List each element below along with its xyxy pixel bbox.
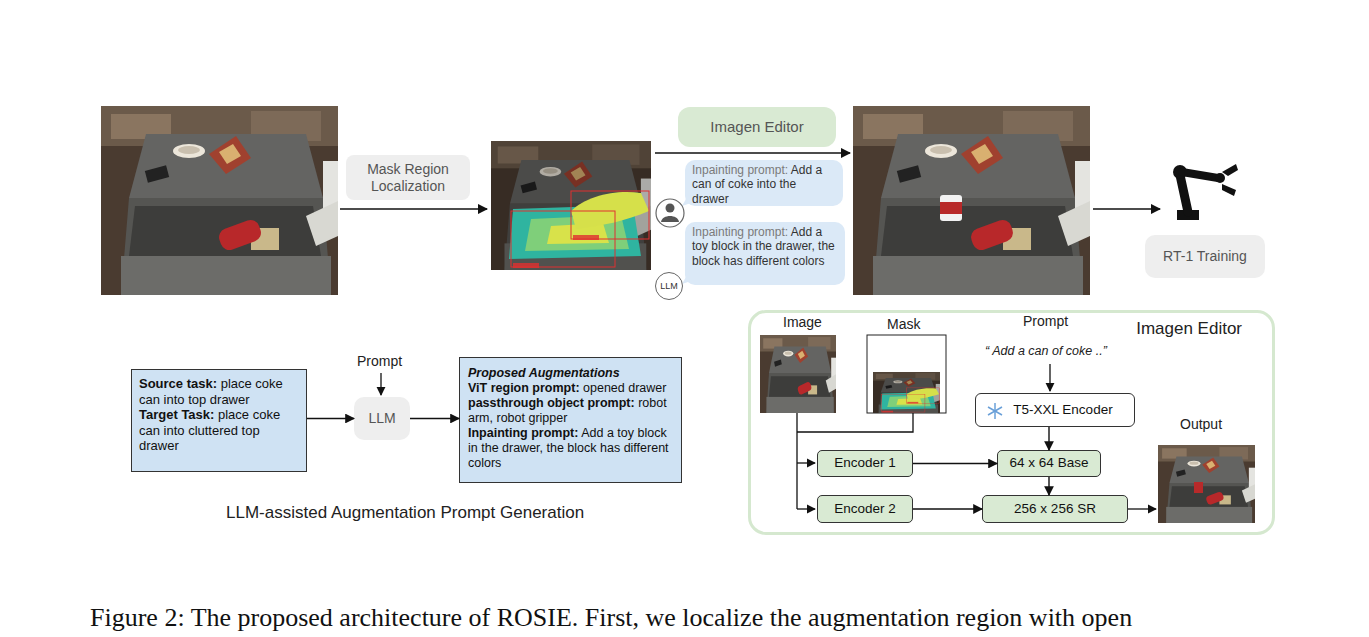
input-photo bbox=[101, 106, 338, 295]
node-text: Imagen Editor bbox=[1136, 319, 1242, 339]
connector-arrow bbox=[1048, 477, 1049, 495]
llm-circle: LLM bbox=[655, 272, 683, 300]
node-text: LLM bbox=[660, 281, 678, 292]
text-label: Prompt bbox=[1023, 313, 1068, 329]
process-box: Imagen Editor bbox=[678, 107, 836, 147]
connector-arrow bbox=[913, 463, 997, 464]
svg-use bbox=[1158, 445, 1255, 523]
text-label: “ Add a can of coke ..” bbox=[985, 344, 1107, 358]
text-prefix: Target Task: bbox=[139, 407, 214, 422]
node-text: ViT region prompt: opened drawer bbox=[468, 381, 673, 396]
connector-arrow bbox=[913, 508, 982, 509]
flow-arrow bbox=[655, 152, 850, 154]
mask-photo bbox=[491, 141, 651, 270]
text-label: Image bbox=[783, 314, 822, 330]
svg-path bbox=[1222, 164, 1238, 176]
output-thumbnail bbox=[1158, 445, 1255, 523]
node-text: Inpainting prompt: Add a toy block in th… bbox=[468, 426, 673, 471]
connector-arrow bbox=[307, 418, 354, 419]
text-prefix: Inpainting prompt: bbox=[468, 426, 578, 440]
text-prefix: Source task: bbox=[139, 376, 217, 391]
speech-bubble: Inpainting prompt: Add a can of coke int… bbox=[685, 160, 843, 206]
svg-polyline bbox=[797, 413, 913, 432]
mask-thumbnail bbox=[873, 372, 940, 413]
svg-circle bbox=[656, 199, 684, 227]
node-text: Target Task: place coke can into clutter… bbox=[139, 407, 299, 454]
node-text: Imagen Editor bbox=[710, 118, 803, 136]
flow-arrow bbox=[340, 208, 487, 210]
node-text: RT-1 Training bbox=[1163, 248, 1247, 265]
node-text: LLM bbox=[368, 410, 395, 427]
svg-polyline bbox=[796, 413, 797, 509]
connector-arrow bbox=[1048, 427, 1049, 450]
output-photo bbox=[853, 106, 1090, 295]
text-label: LLM-assisted Augmentation Prompt Generat… bbox=[226, 503, 584, 523]
svg-circle bbox=[666, 204, 675, 213]
text-label: Output bbox=[1180, 416, 1222, 432]
text-label: Prompt bbox=[357, 353, 402, 369]
svg-rect bbox=[940, 202, 962, 214]
svg-circle bbox=[1215, 173, 1225, 183]
mask-frame bbox=[867, 335, 946, 413]
svg-line bbox=[1182, 172, 1218, 178]
svg-rect bbox=[940, 195, 962, 221]
node-text: Proposed Augmentations bbox=[468, 366, 673, 381]
svg-line bbox=[1049, 364, 1050, 391]
svg-line bbox=[1180, 175, 1188, 212]
svg-line bbox=[1128, 508, 1156, 509]
node-text: 64 x 64 Base bbox=[1010, 455, 1089, 471]
text-prefix: Inpainting prompt: bbox=[692, 225, 788, 239]
llm-box: LLM bbox=[354, 397, 410, 440]
wires bbox=[797, 364, 1156, 509]
node-text: passthrough object prompt: robot arm, ro… bbox=[468, 396, 673, 426]
svg-path bbox=[1222, 184, 1236, 196]
model-box: 256 x 256 SR bbox=[982, 495, 1128, 523]
encoder-box: T5-XXL Encoder bbox=[975, 393, 1135, 427]
process-box: RT-1 Training bbox=[1145, 235, 1265, 278]
process-box: Mask Region Localization bbox=[346, 155, 470, 200]
model-box: 64 x 64 Base bbox=[997, 450, 1101, 477]
node-text: Mask Region Localization bbox=[350, 161, 466, 195]
node-text: Encoder 2 bbox=[834, 501, 896, 517]
node-text: Encoder 1 bbox=[834, 455, 896, 471]
speech-bubble: Inpainting prompt: Add a toy block in th… bbox=[685, 222, 845, 285]
encoder-box: Encoder 1 bbox=[817, 450, 913, 477]
text-prefix: passthrough object prompt: bbox=[468, 396, 635, 410]
text-prefix: ViT region prompt: bbox=[468, 381, 580, 395]
node-text: Inpainting prompt: Add a can of coke int… bbox=[692, 163, 836, 206]
svg-line bbox=[797, 462, 815, 463]
robot-icon bbox=[1173, 164, 1238, 220]
svg-rect bbox=[1194, 482, 1203, 493]
task-box: Source task: place coke can into top dra… bbox=[131, 369, 307, 472]
augmentation-box: Proposed AugmentationsViT region prompt:… bbox=[459, 357, 682, 483]
svg-path bbox=[661, 216, 679, 222]
node-text: Source task: place coke can into top dra… bbox=[139, 376, 299, 407]
svg-line bbox=[797, 508, 815, 509]
encoder-box: Encoder 2 bbox=[817, 495, 913, 523]
text-prefix: Inpainting prompt: bbox=[692, 163, 788, 177]
node-text: Inpainting prompt: Add a toy block in th… bbox=[692, 225, 838, 268]
node-text: T5-XXL Encoder bbox=[1013, 402, 1112, 418]
connector-arrow bbox=[410, 418, 459, 419]
svg-use bbox=[853, 106, 1090, 295]
prompt-arrow bbox=[380, 373, 381, 395]
node-text: 256 x 256 SR bbox=[1014, 501, 1096, 517]
flow-arrow bbox=[1093, 208, 1160, 210]
image-thumbnail bbox=[760, 335, 836, 413]
figure-caption: Figure 2: The proposed architecture of R… bbox=[90, 603, 1132, 633]
text-label: Mask bbox=[887, 316, 920, 332]
person-icon bbox=[656, 199, 684, 227]
